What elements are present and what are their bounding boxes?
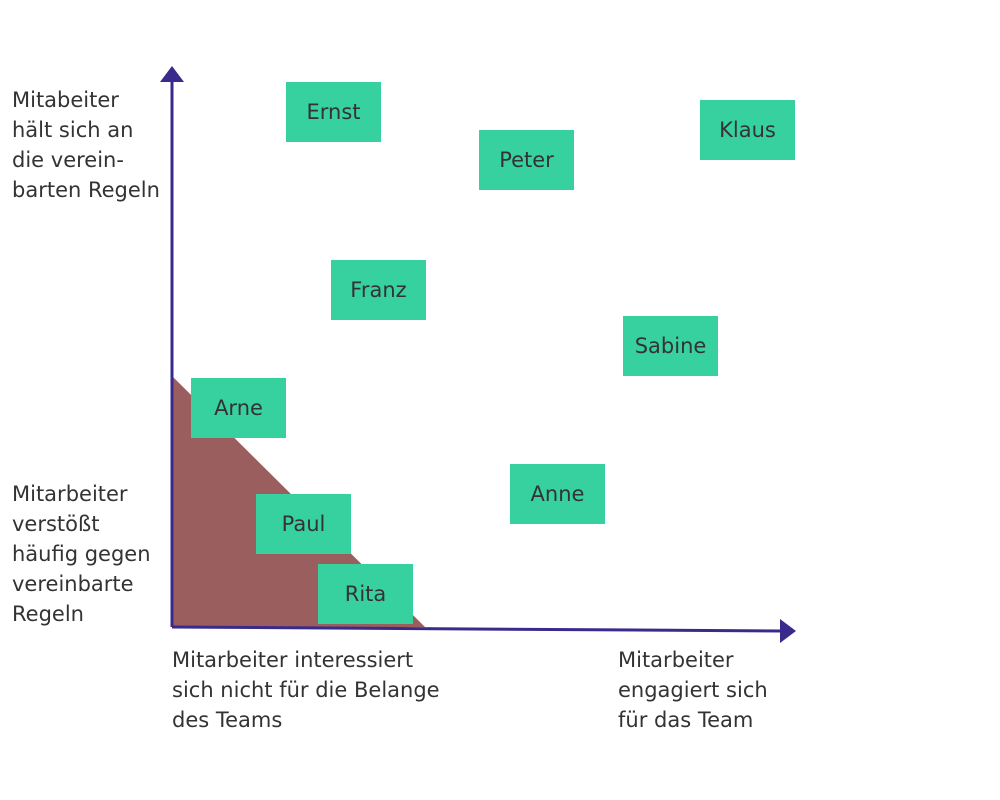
employee-name: Franz [350, 278, 407, 302]
employee-note-anne: Anne [510, 464, 605, 524]
x-axis-arrowhead [780, 619, 796, 643]
employee-name: Klaus [719, 118, 776, 142]
y-axis-bottom-label: Mitarbeiter verstößt häufig gegen verein… [12, 482, 151, 626]
employee-note-franz: Franz [331, 260, 426, 320]
employee-name: Arne [214, 396, 263, 420]
employee-name: Rita [344, 582, 387, 606]
y-axis-arrowhead [160, 66, 184, 82]
employee-name: Peter [499, 148, 554, 172]
employee-note-paul: Paul [256, 494, 351, 554]
x-axis-right-label: Mitarbeiter engagiert sich für das Team [618, 648, 768, 732]
employee-note-rita: Rita [318, 564, 413, 624]
employee-note-sabine: Sabine [623, 316, 718, 376]
y-axis-top-label: Mitabeiter hält sich an die verein- bart… [12, 88, 160, 202]
employee-name: Ernst [306, 100, 361, 124]
employee-note-klaus: Klaus [700, 100, 795, 160]
employee-name: Anne [530, 482, 585, 506]
employee-note-peter: Peter [479, 130, 574, 190]
employee-note-ernst: Ernst [286, 82, 381, 142]
x-axis-left-label: Mitarbeiter interessiert sich nicht für … [172, 648, 440, 732]
employee-note-arne: Arne [191, 378, 286, 438]
x-axis [171, 625, 783, 633]
employee-name: Paul [281, 512, 326, 536]
employee-name: Sabine [634, 334, 707, 358]
